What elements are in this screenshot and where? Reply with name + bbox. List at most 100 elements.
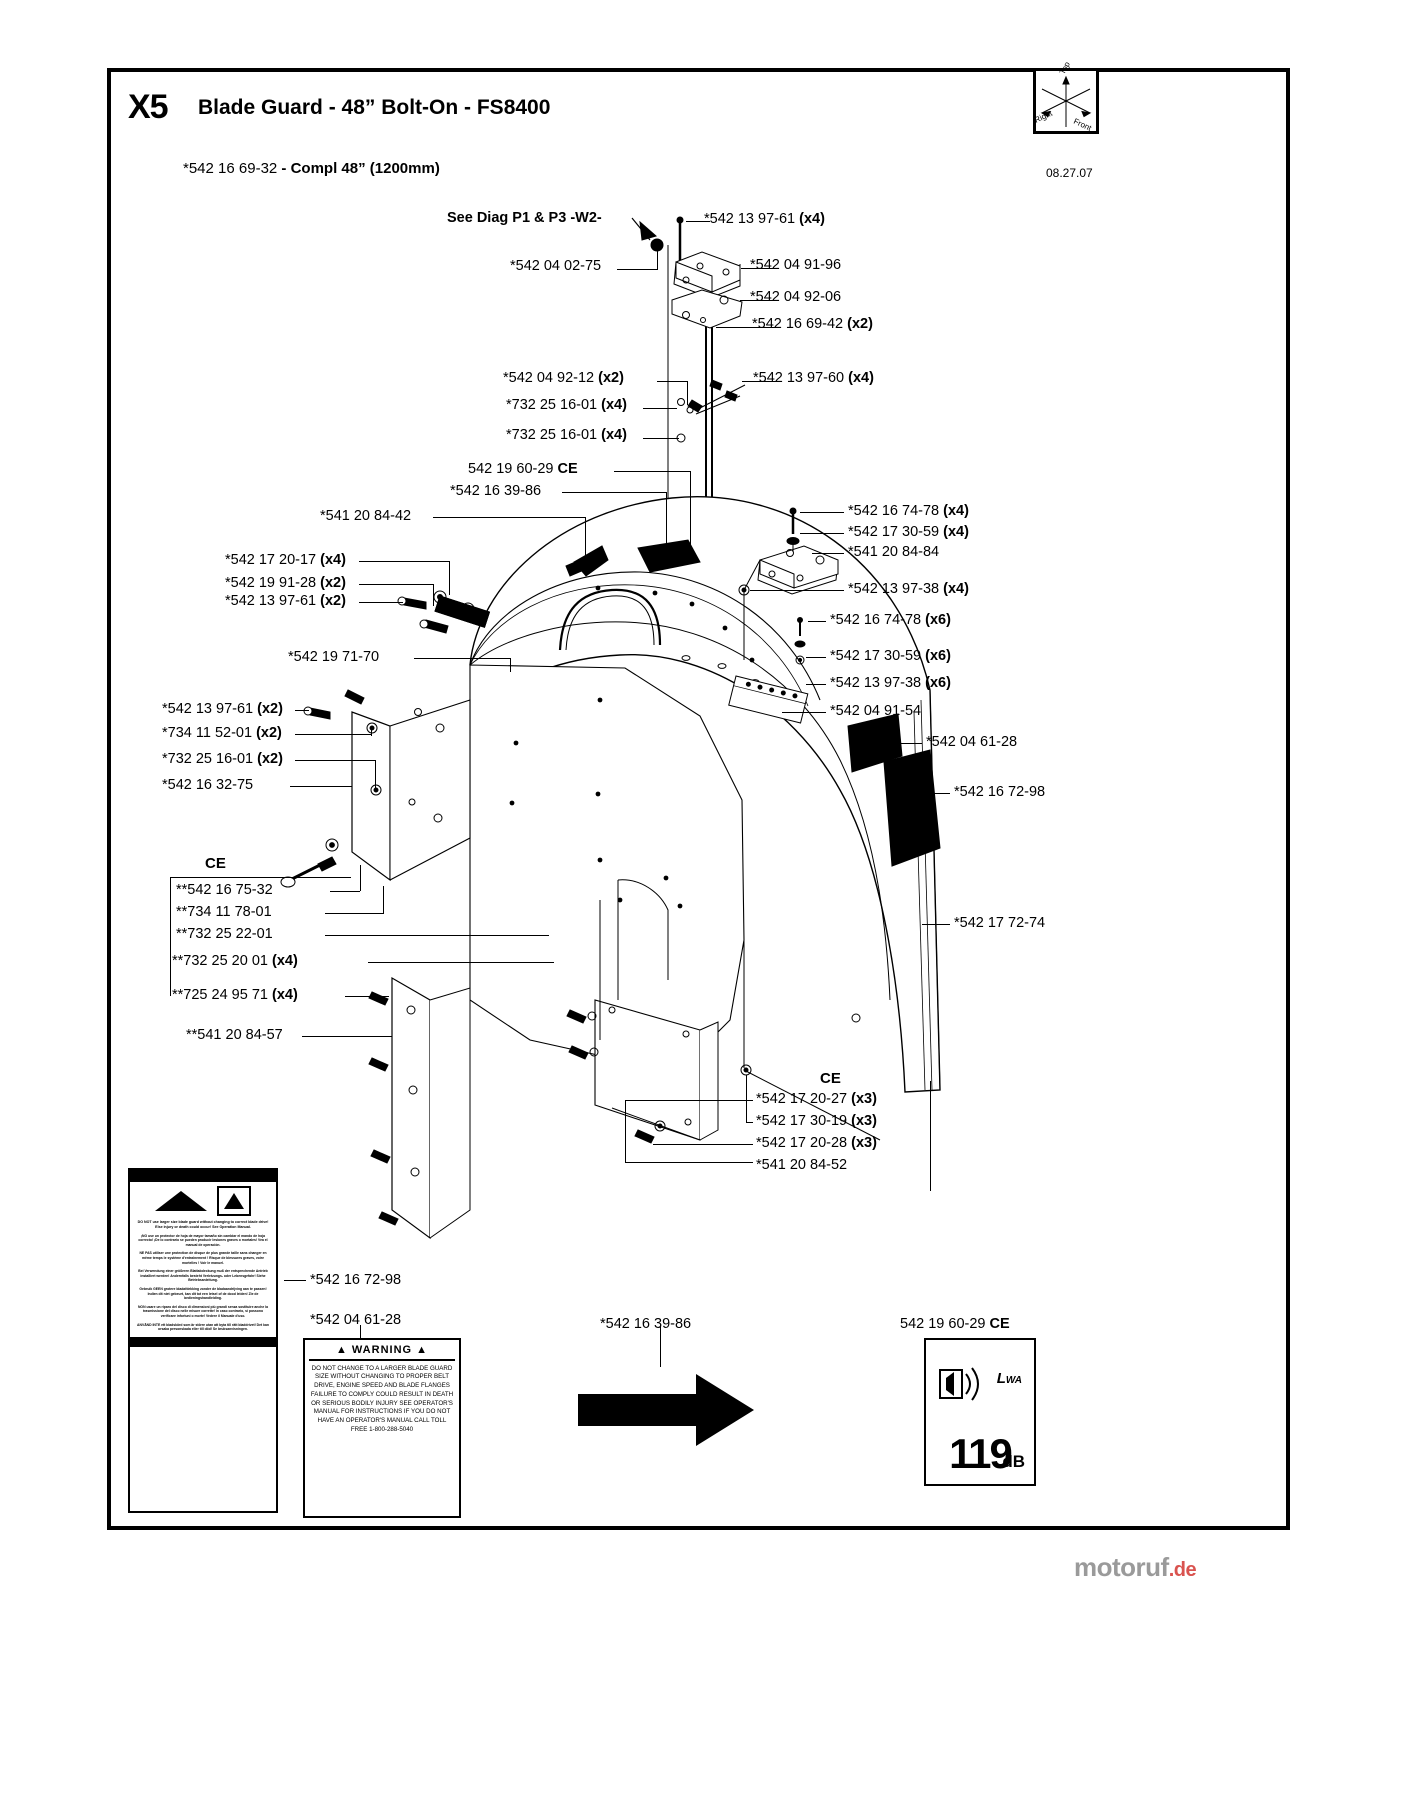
leader-line: [614, 471, 690, 472]
leader-line: [433, 584, 434, 606]
callout-542-16-75-32: **542 16 75-32: [176, 882, 273, 898]
decal-text-en: DO NOT use larger size blade guard witho…: [137, 1220, 269, 1229]
callout-542-17-30-19: *542 17 30-19 (x3): [756, 1113, 877, 1129]
leader-line: [657, 381, 687, 382]
decal-multilingual-warning: DO NOT use larger size blade guard witho…: [128, 1168, 278, 1513]
callout-542-17-72-74: *542 17 72-74: [954, 915, 1046, 931]
decal-text-fr: NE PAS utiliser une protection de disque…: [139, 1251, 267, 1265]
ce-group-left-heading: CE: [205, 855, 226, 872]
callout-542-17-30-59-a: *542 17 30-59 (x4): [848, 524, 969, 540]
callout-542-17-20-27: *542 17 20-27 (x3): [756, 1091, 877, 1107]
leader-line: [740, 300, 778, 301]
leader-line: [880, 743, 922, 744]
callout-542-04-91-54: *542 04 91-54: [830, 703, 922, 719]
leader-line: [782, 712, 826, 713]
sound-power-value: 119: [949, 1430, 1013, 1477]
leader-line: [746, 1075, 747, 1123]
callout-542-17-20-28: *542 17 20-28 (x3): [756, 1135, 877, 1151]
leader-line: [375, 760, 376, 790]
decal-warning-body: DO NOT CHANGE TO A LARGER BLADE GUARD SI…: [310, 1364, 454, 1434]
callout-542-13-97-61-b: *542 13 97-61 (x2): [162, 701, 283, 717]
callout-725-24-95-71: **725 24 95 71 (x4): [172, 987, 298, 1003]
ce-group-bracket: [930, 1081, 931, 1191]
leader-line: [562, 492, 666, 493]
callout-542-16-69-42: *542 16 69-42 (x2): [752, 316, 873, 332]
caption-542-04-61-28: *542 04 61-28: [310, 1312, 402, 1328]
leader-line: [808, 621, 826, 622]
lwa-label: LWA: [996, 1370, 1022, 1387]
leader-line: [360, 1325, 361, 1339]
callout-542-16-39-86: *542 16 39-86: [450, 483, 542, 499]
leader-line: [625, 1100, 753, 1101]
decal-text-sv: ANVÄND INTE ett bladskörd som är större …: [137, 1322, 269, 1332]
leader-line: [302, 1036, 392, 1037]
speaker-icon: [939, 1367, 979, 1401]
ce-group-bottom-heading: CE: [820, 1070, 841, 1087]
callout-542-19-91-28: *542 19 91-28 (x2): [225, 575, 346, 591]
leader-line: [746, 1122, 753, 1123]
assembly-subtitle: *542 16 69-32 - Compl 48” (1200mm): [183, 160, 440, 177]
leader-line: [585, 517, 586, 559]
leader-line: [625, 1162, 753, 1163]
decal-top-bar: [130, 1170, 276, 1182]
callout-542-13-97-60: *542 13 97-60 (x4): [753, 370, 874, 386]
page-title: Blade Guard - 48” Bolt-On - FS8400: [198, 96, 551, 119]
decal-rotation-arrow: [578, 1374, 754, 1446]
decal-warning-english: ▲ WARNING ▲ DO NOT CHANGE TO A LARGER BL…: [303, 1338, 461, 1518]
leader-line: [359, 584, 433, 585]
leader-line: [359, 602, 403, 603]
leader-line: [660, 1325, 661, 1367]
leader-line: [806, 684, 826, 685]
decal-text-it: NON usare un riparo del disco di dimensi…: [137, 1304, 268, 1318]
callout-542-17-20-17: *542 17 20-17 (x4): [225, 552, 346, 568]
leader-line: [383, 886, 384, 914]
callout-732-25-16-01-c: *732 25 16-01 (x2): [162, 751, 283, 767]
caption-542-16-72-98: *542 16 72-98: [310, 1272, 402, 1288]
callout-541-20-84-84: *541 20 84-84: [848, 544, 940, 560]
warning-triangle-icon: [217, 1186, 251, 1216]
leader-line: [284, 1280, 306, 1281]
leader-line: [414, 658, 510, 659]
leader-line: [295, 710, 309, 711]
callout-734-11-52-01: *734 11 52-01 (x2): [162, 725, 282, 741]
leader-line: [643, 438, 679, 439]
leader-line: [325, 935, 549, 936]
assembly-description: - Compl 48”: [281, 160, 366, 177]
leader-line: [290, 786, 352, 787]
callout-541-20-84-52: *541 20 84-52: [756, 1157, 848, 1173]
callout-542-13-97-38-a: *542 13 97-38 (x4): [848, 581, 969, 597]
leader-line: [686, 221, 710, 222]
leader-line: [806, 657, 826, 658]
leader-line: [666, 492, 667, 548]
callout-542-16-74-78-b: *542 16 74-78 (x6): [830, 612, 951, 628]
leader-line: [359, 561, 449, 562]
callout-732-25-22-01: **732 25 22-01: [176, 926, 273, 942]
decal-bottom-bar: [130, 1336, 276, 1347]
callout-542-16-72-98: *542 16 72-98: [954, 784, 1046, 800]
callout-732-25-16-01-a: *732 25 16-01 (x4): [506, 397, 627, 413]
callout-542-19-71-70: *542 19 71-70: [288, 649, 380, 665]
callout-732-25-20-01: **732 25 20 01 (x4): [172, 953, 298, 969]
leader-line: [368, 962, 554, 963]
callout-542-04-91-96: *542 04 91-96: [750, 257, 842, 273]
leader-line: [510, 658, 511, 672]
caption-542-16-39-86: *542 16 39-86: [600, 1316, 692, 1332]
leader-line: [687, 381, 688, 405]
callout-542-04-92-12: *542 04 92-12 (x2): [503, 370, 624, 386]
leader-line: [295, 734, 371, 735]
site-watermark: motoruf.de: [1074, 1552, 1197, 1582]
sound-power-unit: dB: [1002, 1452, 1025, 1471]
decal-warning-title: ▲ WARNING ▲: [335, 1344, 429, 1356]
callout-542-19-60-29: 542 19 60-29 CE: [468, 461, 578, 477]
leader-line: [371, 728, 372, 736]
leader-line: [360, 865, 361, 891]
decal-sound-power: LWA 119 dB: [924, 1338, 1036, 1486]
leader-line: [433, 517, 585, 518]
leader-line: [922, 924, 950, 925]
callout-542-13-97-61-a: *542 13 97-61 (x2): [225, 593, 346, 609]
callout-542-13-97-61-top: *542 13 97-61 (x4): [704, 211, 825, 227]
callout-542-16-32-75: *542 16 32-75: [162, 777, 254, 793]
decal-divider: [309, 1359, 455, 1361]
leader-line: [742, 381, 778, 382]
callout-542-17-30-59-b: *542 17 30-59 (x6): [830, 648, 951, 664]
